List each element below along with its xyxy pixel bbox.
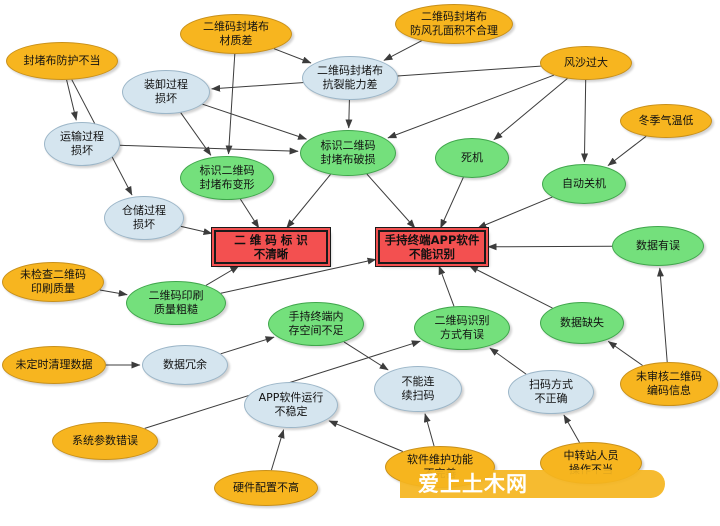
cause-improper-protection: 封堵布防护不当 [6, 42, 118, 80]
cause-device-crash: 死机 [435, 138, 509, 178]
edge-print_rough-to-problem_2 [220, 257, 377, 294]
edge-no_audit-to-data_err [656, 267, 668, 363]
edge-transport-to-label_damage [119, 144, 299, 155]
edge-load-to-label_deform [180, 112, 212, 156]
edge-data_err-to-problem_2 [487, 243, 613, 251]
edge-maint-to-cont_scan [423, 413, 435, 447]
problem-qr-label-unclear: 二 维 码 标 识 不清晰 [214, 230, 328, 264]
edge-redundant-to-storage_full [220, 336, 275, 355]
edge-data_missing-to-problem_2 [469, 265, 553, 309]
cause-data-missing: 数据缺失 [540, 302, 624, 344]
cause-recognition-mode: 二维码识别 方式有误 [414, 306, 510, 350]
cause-no-code-audit: 未审核二维码 编码信息 [620, 362, 718, 406]
cause-wind-vent-area: 二维码封堵布 防风孔面积不合理 [395, 4, 513, 44]
edge-recog_mode-to-problem_2 [438, 265, 455, 307]
cause-low-hardware: 硬件配置不高 [214, 470, 318, 506]
edge-label_damage-to-problem_2 [366, 173, 416, 229]
edge-auto_off-to-problem_2 [477, 196, 553, 229]
cause-label-cloth-damage: 标识二维码 封堵布破损 [300, 130, 396, 176]
cause-no-print-check: 未检查二维码 印刷质量 [2, 262, 104, 302]
edge-wind_vent-to-tear [383, 40, 422, 61]
cause-auto-shutdown: 自动关机 [542, 164, 626, 204]
cause-cold-winter: 冬季气温低 [620, 104, 712, 138]
cause-tear-resistance: 二维码封堵布 抗裂能力差 [302, 56, 398, 100]
edge-storage-to-problem_1 [180, 225, 213, 236]
cause-no-data-cleanup: 未定时清理数据 [2, 346, 106, 384]
edge-scan_mode-to-recog_mode [489, 347, 527, 375]
edge-protect-to-transport [66, 79, 78, 121]
problem-app-cannot-recognize: 手持终端APP软件 不能识别 [378, 230, 486, 264]
watermark-text: 爱上土木网 WWW.23TM.COM [400, 470, 665, 524]
edge-no_check_print-to-print_rough [99, 289, 128, 297]
cause-loading-damage: 装卸过程 损坏 [122, 70, 210, 114]
cause-sandstorm: 风沙过大 [540, 46, 632, 80]
edge-sandstorm-to-auto_off [581, 79, 589, 163]
edge-winter-to-auto_off [607, 135, 647, 166]
cause-wrong-scan-mode: 扫码方式 不正确 [508, 370, 594, 414]
cause-rough-printing: 二维码印刷 质量粗糙 [126, 281, 226, 325]
edge-crash-to-problem_2 [440, 177, 464, 229]
cause-data-error: 数据有误 [612, 226, 704, 266]
edge-hw-to-app_unstable [270, 429, 285, 471]
cause-label-cloth-deform: 标识二维码 封堵布变形 [180, 156, 274, 200]
cause-data-redundancy: 数据冗余 [142, 345, 228, 385]
cause-app-unstable: APP软件运行 不稳定 [244, 382, 338, 428]
cause-cloth-material: 二维码封堵布 材质差 [180, 14, 292, 54]
edge-load-to-label_damage [202, 103, 307, 140]
edge-label_damage-to-problem_1 [286, 174, 331, 229]
edge-no_audit-to-data_missing [607, 340, 643, 366]
cause-no-continuous-scan: 不能连 续扫码 [374, 366, 462, 412]
edge-storage_full-to-cont_scan [343, 341, 389, 371]
edge-material-to-label_deform [225, 53, 236, 155]
edge-sandstorm-to-label_damage [387, 74, 554, 139]
edge-print_rough-to-problem_1 [205, 265, 240, 286]
cause-terminal-storage-full: 手持终端内 存空间不足 [268, 302, 364, 346]
connector-layer [66, 40, 668, 471]
edge-material-to-tear [273, 48, 312, 64]
edge-sandstorm-to-crash [493, 78, 568, 141]
edge-transfer-to-scan_mode [563, 414, 580, 443]
cause-param-error: 系统参数错误 [52, 422, 158, 460]
edge-maint-to-app_unstable [328, 420, 403, 452]
edge-tear-to-label_damage [345, 99, 353, 129]
edge-label_deform-to-problem_1 [239, 198, 260, 229]
cause-storage-damage: 仓储过程 损坏 [104, 196, 184, 240]
cause-transport-damage: 运输过程 损坏 [44, 122, 120, 166]
